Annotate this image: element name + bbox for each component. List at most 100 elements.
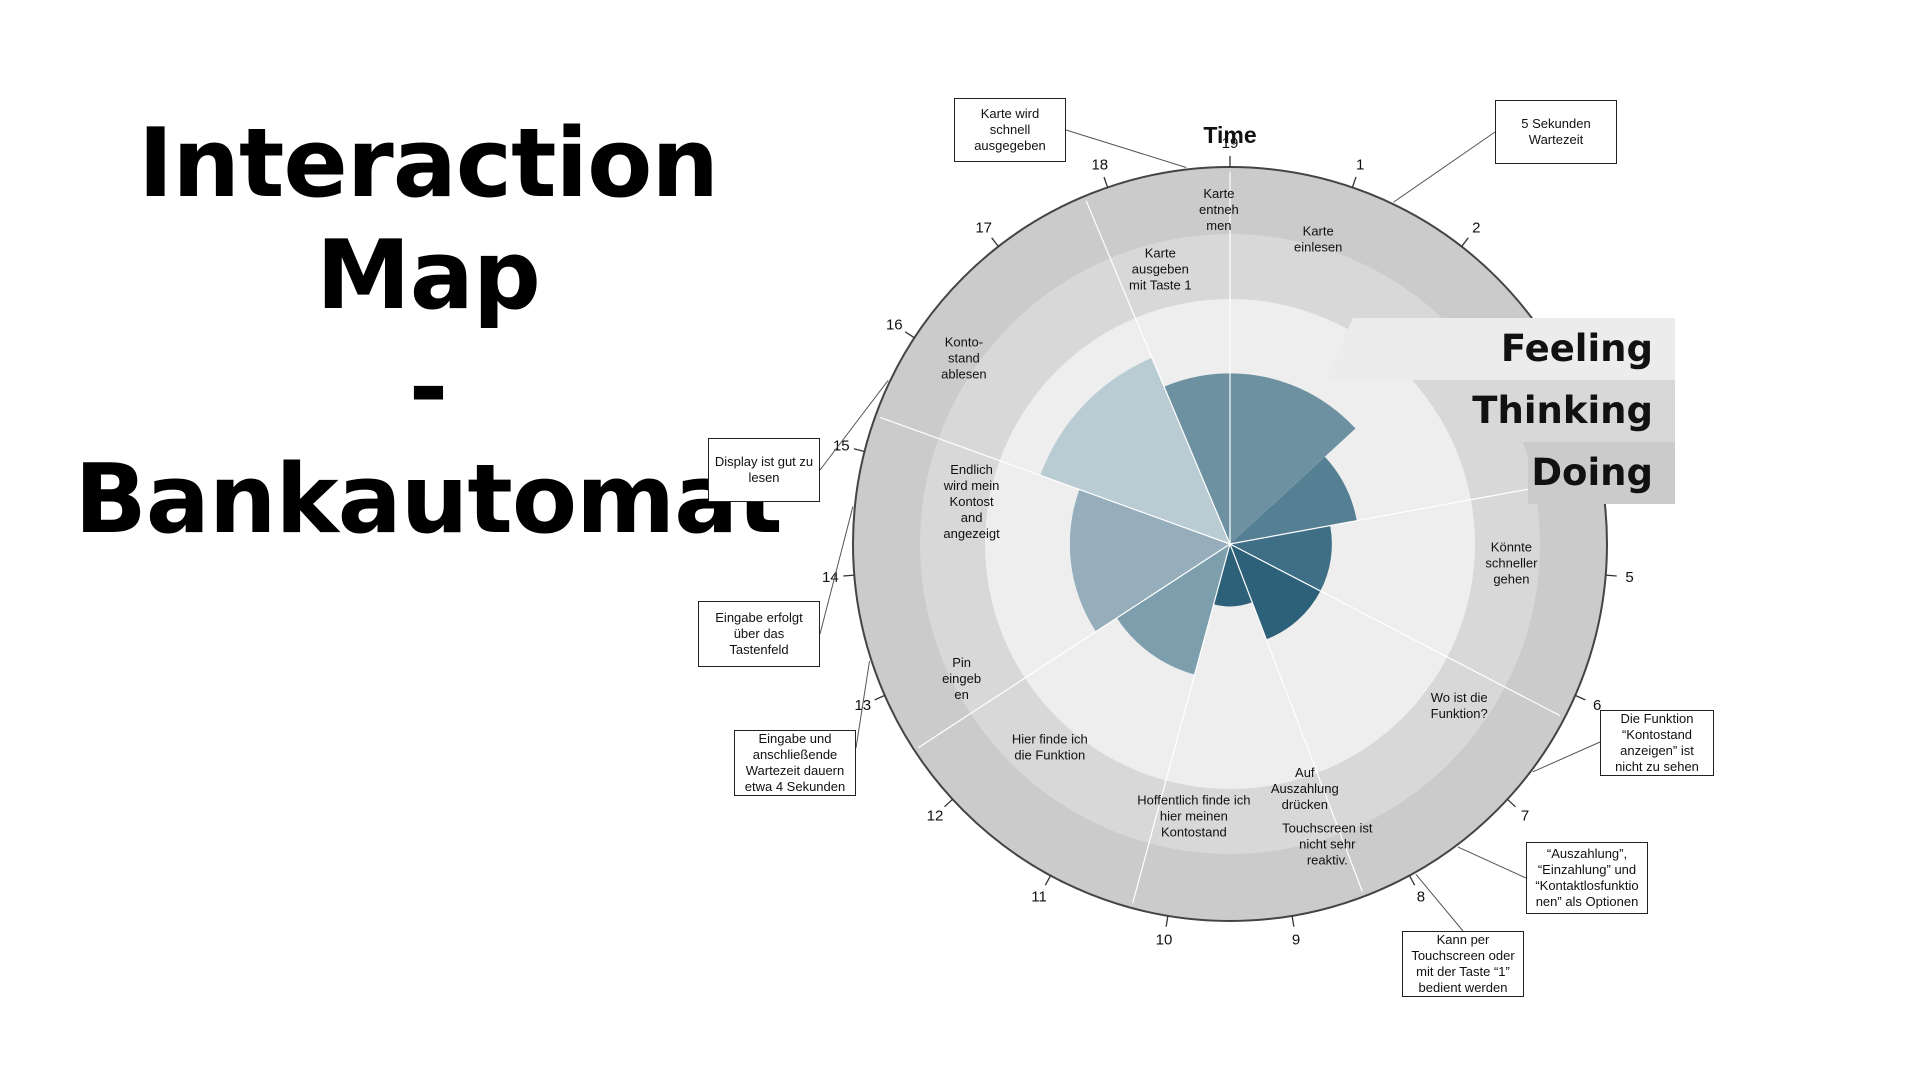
ring-text-line: men [1206, 218, 1231, 233]
step-number-11: 11 [1031, 889, 1047, 906]
ring-text-line: Funktion? [1431, 706, 1488, 721]
ring-text-line: die Funktion [1014, 747, 1085, 762]
legend-doing: Doing [1528, 442, 1675, 504]
divider-line-4 [1229, 543, 1363, 892]
legend-thinking: Thinking [1415, 380, 1675, 442]
title-line-2: - Bankautomat [74, 333, 782, 555]
step-number-19: 19 [1222, 135, 1239, 152]
tick-mark-12 [944, 798, 954, 808]
step-number-2: 2 [1472, 220, 1480, 237]
ring-text-line: eingeb [942, 671, 981, 686]
step-number-17: 17 [975, 220, 992, 237]
segment-wedge-6 [1116, 544, 1230, 675]
ring-text-line: wird mein [943, 478, 1000, 493]
divider-line-3 [1229, 543, 1561, 717]
note-funktion-nicht-sichtbar: Die Funktion “Kontostand anzeigen” ist n… [1600, 710, 1714, 776]
tick-mark-16 [904, 331, 915, 339]
segment-wedge-1 [1230, 373, 1356, 544]
tick-mark-2 [1461, 237, 1469, 247]
ring-text-line: nicht sehr [1299, 837, 1356, 852]
note-karte-schnell: Karte wird schnell ausgegeben [954, 98, 1066, 162]
ring-text-line: en [954, 687, 968, 702]
segment-wedge-5 [1213, 544, 1253, 607]
step-number-7: 7 [1521, 808, 1529, 825]
legend-feeling: Feeling [1325, 318, 1675, 380]
ring-text-line: drücken [1282, 797, 1328, 812]
ring-text-line: and [961, 510, 983, 525]
step-number-5: 5 [1625, 569, 1633, 586]
ring-text-line: Karte [1303, 224, 1334, 239]
ring-text-line: Pin [952, 655, 971, 670]
segment-wedge-8 [1040, 357, 1230, 544]
segments-group [1040, 357, 1357, 675]
note-tastenfeld: Eingabe erfolgt über das Tastenfeld [698, 601, 820, 667]
divider-line-6 [918, 543, 1231, 749]
tick-mark-6 [1574, 694, 1586, 701]
ring-text-line: Hier finde ich [1012, 731, 1088, 746]
leader-line-2 [1065, 129, 1187, 168]
ring-text-line: Wo ist die [1431, 690, 1488, 705]
ring-text-line: reaktiv. [1307, 853, 1348, 868]
tick-mark-18 [1103, 176, 1109, 188]
ring-text-line: stand [948, 350, 980, 365]
ring-text-line: Kontost [950, 494, 994, 509]
tick-mark-1 [1351, 176, 1357, 188]
tick-mark-5 [1605, 574, 1617, 577]
ring-text-line: ablesen [941, 366, 987, 381]
tick-mark-11 [1044, 875, 1052, 886]
ring-text-line: Konto- [945, 334, 983, 349]
tick-mark-17 [991, 237, 999, 247]
step-number-8: 8 [1417, 889, 1425, 906]
segment-wedge-2 [1230, 456, 1357, 544]
tick-mark-15 [853, 448, 865, 453]
ring-text-line: Kontostand [1161, 825, 1227, 840]
note-optionen: “Auszahlung”, “Einzahlung” und “Kontaktl… [1526, 842, 1648, 914]
time-label: Time [1203, 122, 1256, 148]
ring-text-line: ausgeben [1132, 262, 1189, 277]
step-number-16: 16 [886, 317, 903, 334]
note-touchscreen-taste: Kann per Touchscreen oder mit der Taste … [1402, 931, 1524, 997]
leader-line-1 [1393, 131, 1496, 203]
ring-text-line: Auszahlung [1271, 781, 1339, 796]
tick-mark-8 [1408, 875, 1416, 886]
segment-wedge-4 [1230, 544, 1321, 640]
leader-lines-group [819, 129, 1601, 932]
page-title: Interaction Map - Bankautomat [68, 108, 788, 556]
step-number-12: 12 [927, 808, 944, 825]
note-wartezeit: 5 Sekunden Wartezeit [1495, 100, 1617, 164]
ring-text-line: Touchscreen ist [1282, 821, 1373, 836]
ring-text-line: einlesen [1294, 240, 1342, 255]
tick-mark-7 [1506, 798, 1516, 808]
tick-mark-9 [1291, 915, 1295, 927]
step-number-15: 15 [833, 438, 850, 455]
step-number-1: 1 [1356, 157, 1364, 174]
leader-line-6 [1532, 741, 1601, 773]
ring-text-line: mit Taste 1 [1129, 278, 1192, 293]
divider-line-8 [1085, 200, 1231, 545]
note-display: Display ist gut zu lesen [708, 438, 820, 502]
step-number-6: 6 [1593, 697, 1601, 714]
leader-line-4 [819, 506, 854, 635]
leader-line-8 [1415, 873, 1464, 932]
step-number-18: 18 [1091, 157, 1108, 174]
leader-line-3 [819, 380, 889, 471]
step-number-9: 9 [1292, 932, 1300, 949]
leader-line-5 [855, 661, 870, 749]
note-eingabe-wartezeit: Eingabe und anschließende Wartezeit daue… [734, 730, 856, 796]
divider-line-5 [1132, 543, 1231, 904]
ring-text-line: schneller [1485, 556, 1538, 571]
segment-wedge-9 [1164, 373, 1230, 544]
dividers-group [879, 172, 1597, 904]
